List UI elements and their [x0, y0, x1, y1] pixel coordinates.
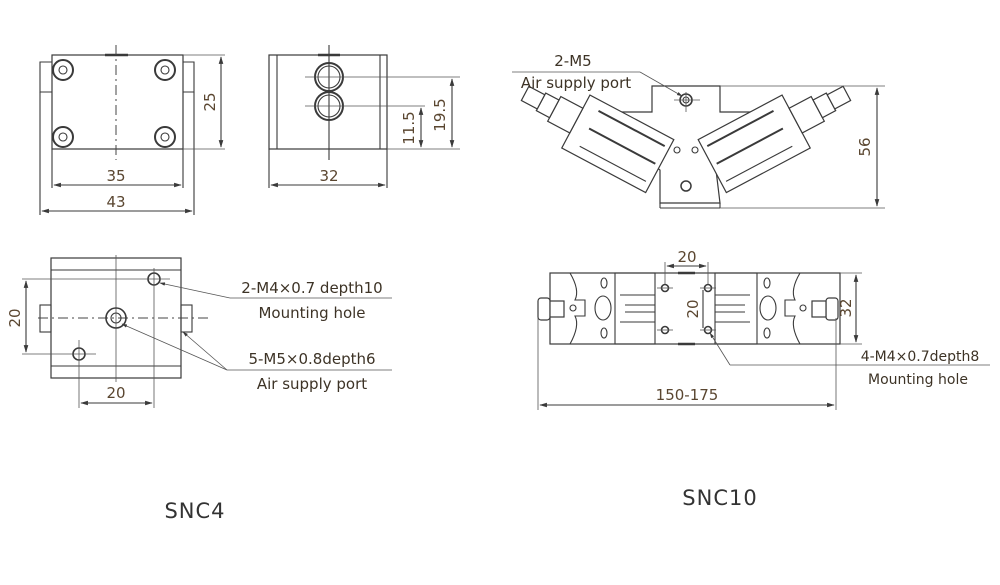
- snc10-air-port-label: Air supply port: [521, 74, 631, 92]
- dim-snc10-hole-horizontal: 20: [677, 248, 696, 266]
- air-port-label: Air supply port: [257, 375, 367, 393]
- snc10-mounting-hole-spec: 4-M4×0.7depth8: [861, 349, 980, 365]
- air-port-spec: 5-M5×0.8depth6: [248, 350, 375, 368]
- dim-port-lower: 11.5: [400, 111, 418, 144]
- mounting-hole-icon: [52, 59, 176, 148]
- mounting-hole-spec: 2-M4×0.7 depth10: [241, 279, 382, 297]
- snc10-title: SNC10: [682, 486, 757, 510]
- dim-width-inner: 35: [106, 167, 125, 185]
- dim-snc10-length: 150-175: [656, 386, 719, 404]
- snc4-bottom-view: [22, 255, 392, 408]
- dim-port-upper: 19.5: [431, 98, 449, 131]
- dim-width-outer: 43: [106, 193, 125, 211]
- dim-snc10-bottom-height: 32: [837, 298, 855, 317]
- dim-snc10-hole-vertical: 20: [684, 299, 702, 318]
- mounting-hole-label: Mounting hole: [258, 304, 365, 322]
- snc4-front-view: [39, 45, 225, 215]
- snc4-title: SNC4: [164, 499, 225, 523]
- snc4-side-view: [268, 45, 460, 188]
- dim-snc10-height: 56: [856, 137, 874, 156]
- dim-bottom-vertical: 20: [6, 308, 24, 327]
- dim-side-width: 32: [319, 167, 338, 185]
- snc10-bottom-view: [537, 262, 990, 410]
- snc10-air-port-spec: 2-M5: [554, 52, 591, 70]
- snc10-mounting-hole-label: Mounting hole: [868, 372, 968, 388]
- dim-height: 25: [201, 92, 219, 111]
- dim-bottom-horizontal: 20: [106, 384, 125, 402]
- snc10-top-view: [512, 71, 885, 209]
